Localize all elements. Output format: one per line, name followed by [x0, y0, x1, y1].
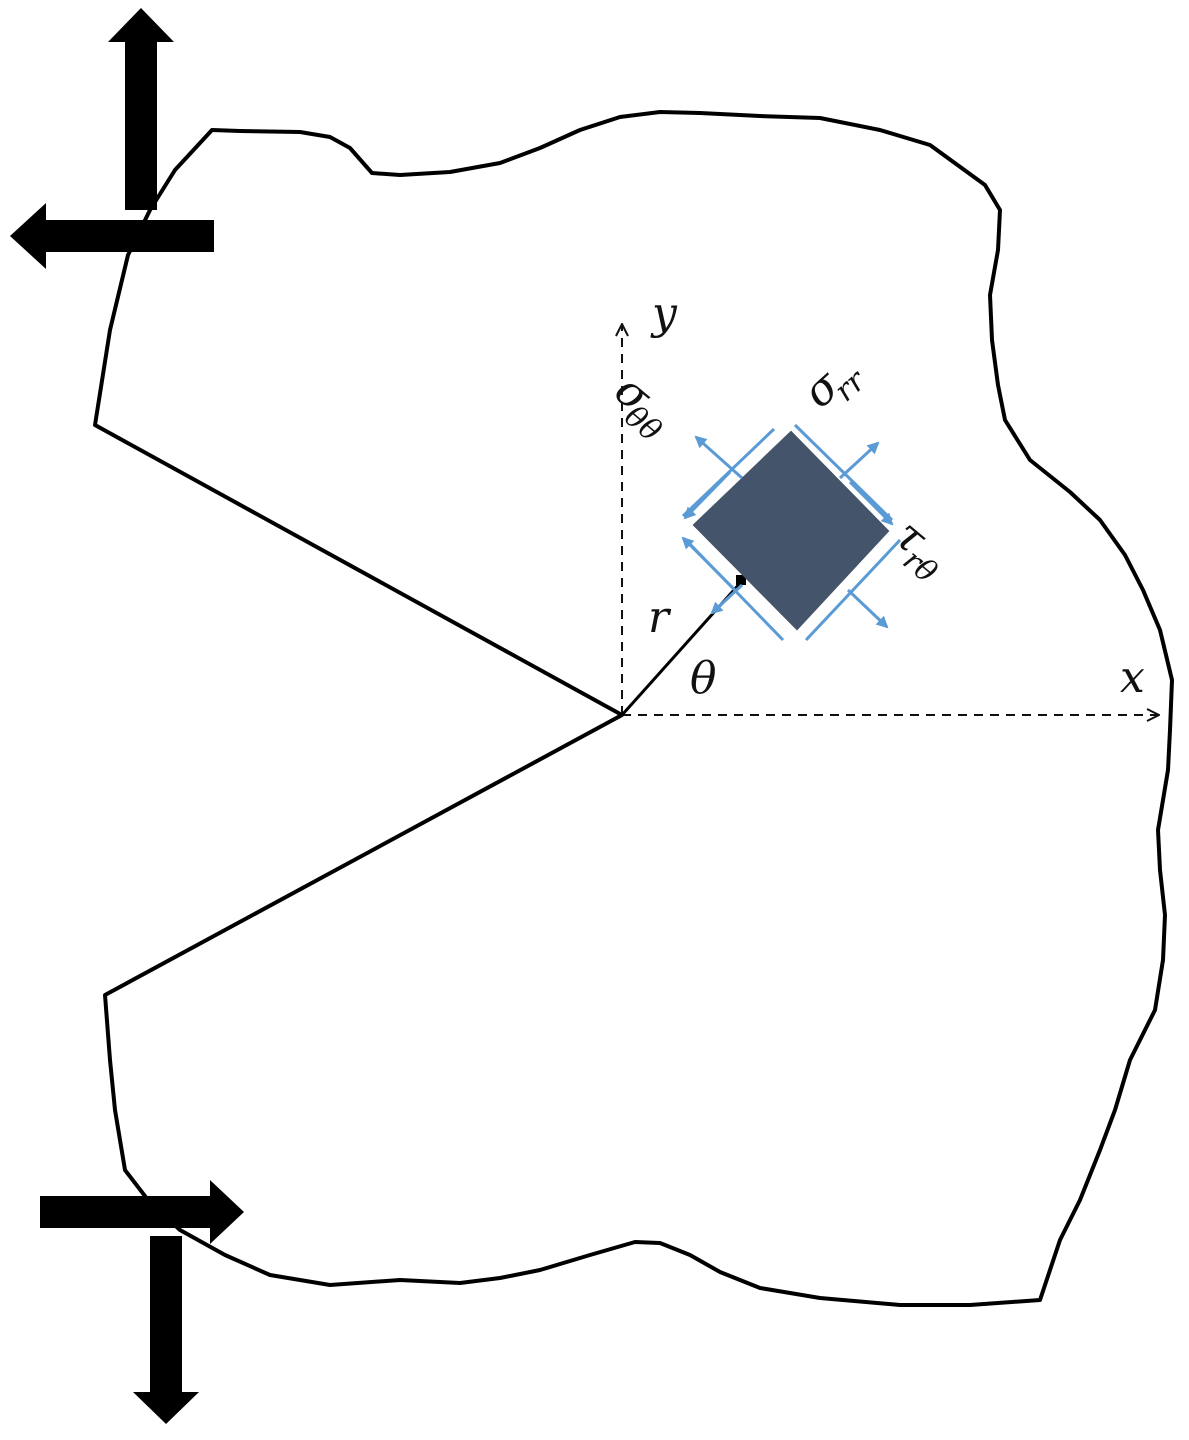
sigma-rr-arrow-opposite	[710, 583, 744, 615]
radius-label: r	[648, 592, 672, 643]
bottom-load-arrows	[40, 1180, 244, 1424]
radius-endpoint	[736, 575, 746, 585]
arrow-down-icon	[133, 1236, 199, 1424]
arrow-left-icon	[10, 203, 214, 269]
arrow-up-icon	[108, 8, 174, 210]
top-load-arrows	[10, 8, 214, 269]
stress-element	[692, 430, 890, 631]
normal-stress-arrows	[694, 435, 889, 629]
sigma-rr-arrow	[838, 441, 880, 480]
y-axis-label: y	[650, 288, 678, 339]
arrow-right-icon	[40, 1180, 244, 1244]
sigma-thth-arrow-opposite	[846, 588, 889, 629]
body-outline	[93, 110, 1174, 1307]
sigma-thth-arrow	[694, 435, 743, 480]
x-axis-label: x	[1120, 652, 1145, 703]
angle-label: θ	[690, 653, 717, 704]
shear-stress-arrows	[681, 470, 894, 592]
